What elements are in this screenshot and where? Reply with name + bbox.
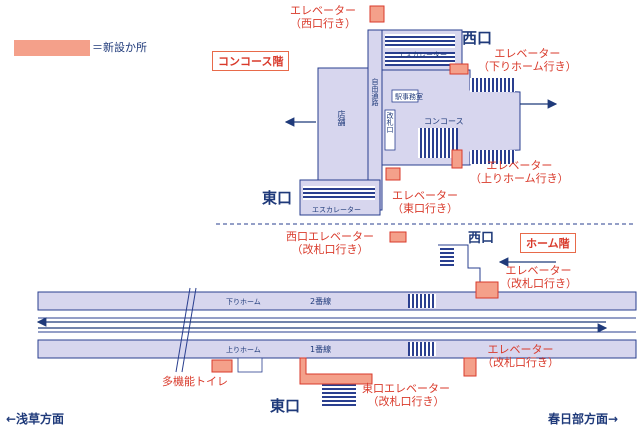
- east-elev-label: 東口エレベーター（改札口行き）: [362, 382, 450, 408]
- elevator-east-icon: [385, 167, 401, 181]
- escalator-bottom-label: エスカレーター: [312, 206, 361, 214]
- up-platform-label: 上りホーム: [226, 346, 261, 354]
- track2-label: 2番線: [310, 297, 332, 306]
- concourse-west-exit: 西口: [462, 29, 493, 47]
- concourse-east-exit: 東口: [262, 189, 293, 207]
- new-elevators-concourse: [369, 5, 469, 181]
- platform-floor-title: ホーム階: [520, 233, 576, 253]
- direction-right: 春日部方面→: [548, 412, 619, 426]
- ticket-gates-label: 改札口: [386, 112, 394, 133]
- east-elevator-path: [299, 357, 373, 385]
- elev-west-label: エレベーター（西口行き）: [290, 4, 356, 30]
- elevator-right-top-icon: [475, 281, 499, 299]
- elevator-west-icon: [369, 5, 385, 23]
- down-platform: [37, 291, 637, 311]
- toilet-new-icon: [211, 359, 233, 373]
- store-label: 店舗: [337, 110, 346, 126]
- elevator-up-platform-icon: [451, 149, 463, 169]
- up-platform: [37, 339, 637, 359]
- toilet-label: 多機能トイレ: [162, 375, 228, 388]
- escalator-top-label: エスカレーター: [398, 51, 447, 59]
- free-passage-label: 自由通路: [371, 78, 379, 106]
- direction-left: ←浅草方面: [6, 412, 65, 426]
- legend-label: ＝新設か所: [92, 41, 147, 54]
- elev-down-platform-label: エレベーター（下りホーム行き）: [478, 47, 577, 73]
- escalator-bottom: [303, 186, 375, 200]
- escalator-top: [385, 34, 455, 48]
- platform-east-exit: 東口: [270, 397, 301, 415]
- elev-right-top-label: エレベーター（改札口行き）: [500, 264, 577, 290]
- elev-right-bottom-label: エレベーター（改札口行き）: [482, 343, 559, 369]
- elev-east-label: エレベーター（東口行き）: [392, 189, 458, 215]
- elevator-down-platform-icon: [449, 63, 469, 75]
- concourse-structure: [299, 29, 521, 216]
- legend-swatch: [14, 40, 90, 56]
- elev-up-platform-label: エレベーター（上りホーム行き）: [470, 159, 569, 185]
- concourse-arrows: [284, 99, 558, 127]
- west-elev-label: 西口エレベーター（改札口行き）: [286, 230, 374, 256]
- platform-west-exit: 西口: [468, 231, 495, 246]
- platform-arrows: [36, 257, 608, 333]
- station-office-label: 駅事務室: [395, 93, 423, 101]
- concourse-floor-title: コンコース階: [212, 51, 290, 71]
- west-elevator-platform-icon: [389, 231, 407, 243]
- concourse-label: コンコース: [424, 117, 464, 126]
- track1-label: 1番線: [310, 345, 332, 354]
- stairs-concourse: [418, 128, 458, 158]
- elevator-right-bottom-icon: [463, 357, 477, 377]
- down-platform-label: 下りホーム: [226, 298, 261, 306]
- stairs-west: [385, 52, 455, 66]
- new-elevators-platform: [211, 231, 499, 385]
